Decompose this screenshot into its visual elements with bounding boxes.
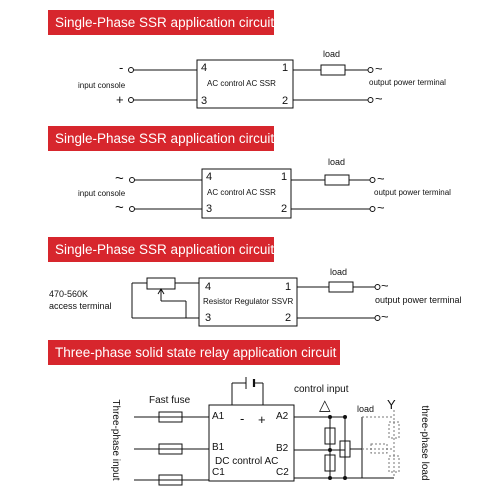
circuit4-delta-icon: △	[319, 397, 331, 414]
circuit1-output-terminal-top	[367, 67, 374, 73]
circuit4-pin-a1: A1	[212, 411, 225, 422]
circuit1-output-label: output power terminal	[369, 78, 446, 87]
circuit4-load-side-label: three-phase load	[419, 405, 430, 481]
circuit4-fuse-b	[158, 443, 183, 455]
circuit3-title: Single-Phase SSR application circuit	[48, 237, 274, 262]
circuit1-input-label: input console	[78, 81, 126, 90]
circuit1-load-label: load	[323, 49, 341, 59]
circuit4-y-load-3	[370, 443, 388, 454]
circuit2-title: Single-Phase SSR application circuit	[48, 126, 274, 151]
circuit1-pin-4: 4	[201, 62, 208, 74]
circuit3-pin-3: 3	[205, 312, 212, 324]
circuit2-input-terminal-top	[129, 177, 135, 183]
circuit4-delta-load-2	[324, 454, 336, 472]
circuit2-output-label: output power terminal	[374, 188, 451, 197]
circuit4-delta-load-1	[324, 427, 336, 445]
circuit2-device-label: AC control AC SSR	[207, 188, 276, 197]
circuit2-input-terminal-bottom	[129, 206, 135, 212]
circuit4-load-label: load	[357, 404, 375, 414]
circuit4-y-load-1	[388, 421, 400, 439]
circuit2-load-label: load	[328, 157, 346, 167]
circuit2-input-label: input console	[78, 189, 126, 198]
circuit4-pin-b1: B1	[212, 442, 225, 453]
circuit3-output-label: output power terminal	[375, 295, 462, 305]
circuit3-pin-1: 1	[285, 281, 292, 293]
circuit1-input-terminal-top	[128, 67, 134, 73]
circuit2-output-terminal-bottom	[369, 206, 376, 212]
circuit3-potentiometer	[146, 277, 176, 290]
circuit1-output-terminal-bottom	[367, 97, 374, 103]
circuit1-output-tilde-top: ~	[375, 61, 383, 76]
circuit1-pin-1: 1	[282, 62, 289, 74]
circuit4-y-load-2	[388, 455, 400, 473]
circuit2-pin-4: 4	[206, 171, 213, 183]
circuit3-pin-2: 2	[285, 312, 292, 324]
circuit4-fuse-label: Fast fuse	[149, 395, 191, 406]
circuit4-pin-c2: C2	[276, 467, 289, 478]
circuit3-output-terminal-bottom	[374, 315, 381, 321]
circuit3-resistor-label: access terminal	[49, 301, 112, 311]
circuit2-ssr-box	[201, 168, 292, 219]
circuit3-ssvr-box	[198, 277, 298, 327]
circuit4-pin-a2: A2	[276, 411, 289, 422]
circuit2-output-tilde-top: ~	[377, 171, 385, 186]
circuit4-input-side-label: Three-phase input	[110, 399, 121, 481]
circuit2-pin-3: 3	[206, 203, 213, 215]
circuit4-y-icon: Y	[387, 397, 396, 412]
circuit2-load-resistor	[324, 174, 350, 186]
circuit4-pin-c1: C1	[212, 467, 225, 478]
circuit4-title: Three-phase solid state relay applicatio…	[48, 340, 340, 365]
circuit3-device-label: Resistor Regulator SSVR	[203, 297, 294, 306]
circuit4-control-label: control input	[294, 384, 349, 395]
circuit3-output-tilde-bottom: ~	[381, 309, 389, 324]
circuit2-output-tilde-bottom: ~	[377, 200, 385, 215]
circuit3-load-label: load	[330, 267, 348, 277]
circuit1-device-label: AC control AC SSR	[207, 79, 276, 88]
circuit3-pin-4: 4	[205, 281, 212, 293]
circuit2-pin-1: 1	[281, 171, 288, 183]
circuit4-fuse-a	[158, 411, 183, 423]
circuit1-output-tilde-bottom: ~	[375, 91, 383, 106]
circuit3-output-terminal-top	[374, 284, 381, 290]
circuit1-input-minus: -	[119, 60, 124, 75]
circuit4-fuse-c	[158, 474, 183, 486]
circuit1-input-plus: +	[116, 92, 124, 107]
circuit2-input-tilde-top: ~	[115, 170, 124, 187]
circuit4-pin-b2: B2	[276, 443, 289, 454]
circuit4-control-minus: -	[240, 411, 245, 426]
circuit4-device-label: DC control AC	[215, 456, 279, 467]
circuit1-input-terminal-bottom	[128, 97, 134, 103]
circuit4-relay-box	[208, 404, 295, 482]
circuit4-control-plus: +	[258, 412, 266, 427]
circuit3-output-tilde-top: ~	[381, 278, 389, 293]
circuit2-output-terminal-top	[369, 177, 376, 183]
circuit1-pin-3: 3	[201, 95, 208, 107]
circuit1-title: Single-Phase SSR application circuit	[48, 10, 274, 35]
circuit2-input-tilde-bottom: ~	[115, 199, 124, 216]
circuit2-pin-2: 2	[281, 203, 288, 215]
circuit1-pin-2: 2	[282, 95, 289, 107]
circuit3-resistor-range: 470-560K	[49, 289, 89, 299]
circuit1-ssr-box	[196, 59, 294, 109]
circuit3-load-resistor	[328, 281, 354, 293]
circuit1-load-resistor	[320, 64, 346, 76]
